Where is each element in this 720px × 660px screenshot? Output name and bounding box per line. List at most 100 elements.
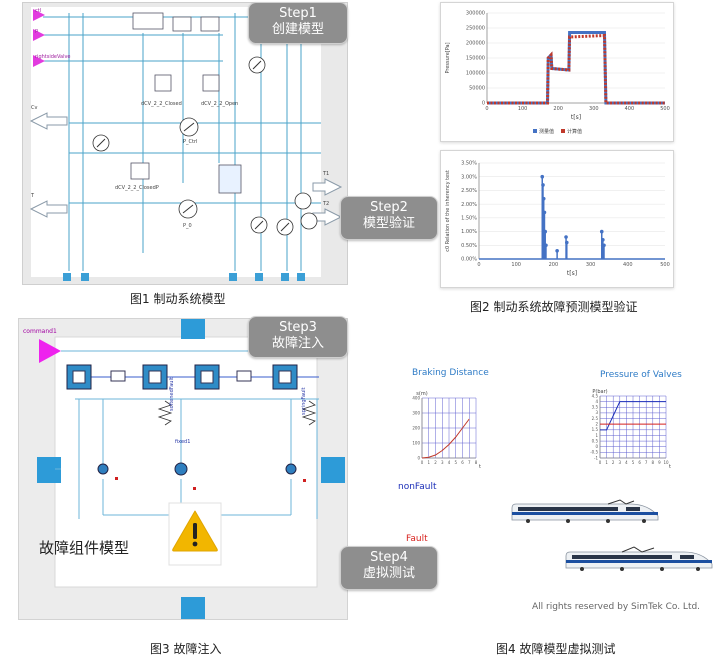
svg-text:p: p	[35, 28, 38, 34]
data-point	[555, 248, 559, 253]
fig2-bottom-chart-card: 0.00%0.50%1.00%1.50%2.00%2.50%3.00%3.50%…	[440, 150, 674, 288]
step4-number: Step4	[370, 550, 408, 565]
series-line	[487, 33, 665, 105]
x-axis-label: t[s]	[567, 270, 577, 277]
svg-text:P_0: P_0	[183, 223, 192, 229]
y-tick-label: 3.00%	[461, 174, 477, 180]
y-tick-label: 200	[412, 425, 420, 430]
x-tick-label: 200	[549, 262, 559, 268]
fault-label: Fault	[406, 534, 428, 544]
svg-text:softenedFault: softenedFault	[169, 377, 175, 411]
x-tick-label: 8	[652, 460, 655, 465]
y-tick-label: 4.5	[592, 393, 599, 398]
x-tick-label: 0	[477, 262, 480, 268]
x-axis-label: t[s]	[571, 114, 581, 121]
y-tick-label: -0.5	[590, 450, 598, 455]
braking-distance-title: Braking Distance	[412, 368, 489, 378]
y-tick-label: 300000	[466, 11, 485, 17]
x-tick-label: 500	[660, 262, 670, 268]
x-tick-label: 500	[660, 106, 670, 112]
y-tick-label: 2.50%	[461, 188, 477, 194]
fault-model-label: 故障组件模型	[39, 539, 130, 557]
fig3-caption: 图3 故障注入	[150, 642, 222, 656]
x-tick-label: 100	[518, 106, 528, 112]
x-tick-label: 7	[645, 460, 648, 465]
step1-badge: Step1 创建模型	[248, 2, 348, 44]
series-line	[487, 31, 665, 105]
step2-badge: Step2 模型验证	[340, 196, 438, 240]
x-tick-label: 2	[612, 460, 615, 465]
x-tick-label: 300	[586, 262, 596, 268]
series-line	[421, 418, 470, 459]
x-axis-label: t	[479, 464, 481, 470]
y-tick-label: 3.50%	[461, 161, 477, 167]
y-axis-label: Pressure[Pa]	[445, 42, 451, 73]
svg-text:T2: T2	[322, 201, 329, 207]
y-tick-label: 0	[482, 101, 485, 107]
x-tick-label: 7	[468, 460, 471, 465]
x-tick-label: 10	[663, 460, 669, 465]
x-tick-label: 1	[605, 460, 608, 465]
y-tick-label: 1.5	[592, 427, 599, 432]
svg-text:ctl: ctl	[35, 8, 41, 14]
x-tick-label: 200	[553, 106, 563, 112]
step3-badge: Step3 故障注入	[248, 316, 348, 358]
y-tick-label: 3	[595, 410, 598, 415]
relation-chart: 0.00%0.50%1.00%1.50%2.00%2.50%3.00%3.50%…	[445, 161, 670, 277]
y-tick-label: 1.50%	[461, 216, 477, 222]
x-tick-label: 5	[632, 460, 635, 465]
fig1-input-triangles	[33, 9, 45, 67]
y-tick-label: 3.5	[592, 405, 599, 410]
fig3-cylinders	[66, 364, 298, 390]
svg-text:Cv: Cv	[31, 105, 37, 111]
y-tick-label: 250000	[466, 26, 485, 32]
y-tick-label: 150000	[466, 56, 485, 62]
x-tick-label: 300	[589, 106, 599, 112]
fig3-sensors	[97, 462, 297, 476]
step1-text: 创建模型	[271, 22, 324, 37]
x-tick-label: 6	[638, 460, 641, 465]
fig4-caption: 图4 故障模型虚拟测试	[496, 642, 616, 656]
x-tick-label: 4	[448, 460, 451, 465]
step2-number: Step2	[370, 200, 408, 215]
copyright-text: All rights reserved by SimTek Co. Ltd.	[532, 602, 701, 612]
train-nonfault-image	[511, 499, 659, 523]
x-tick-label: 0	[485, 106, 488, 112]
y-tick-label: 2	[595, 422, 598, 427]
y-tick-label: 50000	[469, 86, 485, 92]
x-tick-label: 6	[461, 460, 464, 465]
x-axis-label: t	[669, 464, 671, 470]
fig3-schematic: command1	[23, 319, 345, 619]
x-tick-label: 9	[658, 460, 661, 465]
y-axis-label: c0 Relation of the inherency test	[445, 170, 451, 252]
step2-text: 模型验证	[362, 216, 415, 231]
nonfault-label: nonFault	[398, 482, 437, 492]
y-tick-label: 4	[595, 399, 598, 404]
y-tick-label: 2.5	[592, 416, 599, 421]
x-tick-label: 2	[434, 460, 437, 465]
svg-text:dCV_2_2_Closed: dCV_2_2_Closed	[141, 101, 182, 107]
fig3-panel: command1	[18, 318, 348, 620]
train-fault-image	[565, 546, 713, 571]
svg-text:P_Ctrl: P_Ctrl	[183, 139, 197, 145]
y-tick-label: -1	[594, 455, 598, 460]
y-tick-label: 300	[412, 410, 420, 415]
step3-text: 故障注入	[271, 336, 324, 351]
legend-label: 计算值	[567, 128, 582, 135]
y-axis-label: s(m)	[416, 391, 427, 397]
svg-text:fixed1: fixed1	[175, 439, 190, 445]
command-label: command1	[23, 328, 57, 335]
svg-text:dCV_2_2_Open: dCV_2_2_Open	[201, 101, 238, 107]
command-arrow	[39, 339, 61, 363]
x-tick-label: 0	[599, 460, 602, 465]
y-tick-label: 100	[412, 440, 420, 445]
y-tick-label: 0	[417, 455, 420, 460]
x-tick-label: 5	[454, 460, 457, 465]
legend-label: 测量值	[539, 128, 554, 135]
y-tick-label: 100000	[466, 71, 485, 77]
y-tick-label: 400	[412, 395, 420, 400]
x-tick-label: 0	[421, 460, 424, 465]
